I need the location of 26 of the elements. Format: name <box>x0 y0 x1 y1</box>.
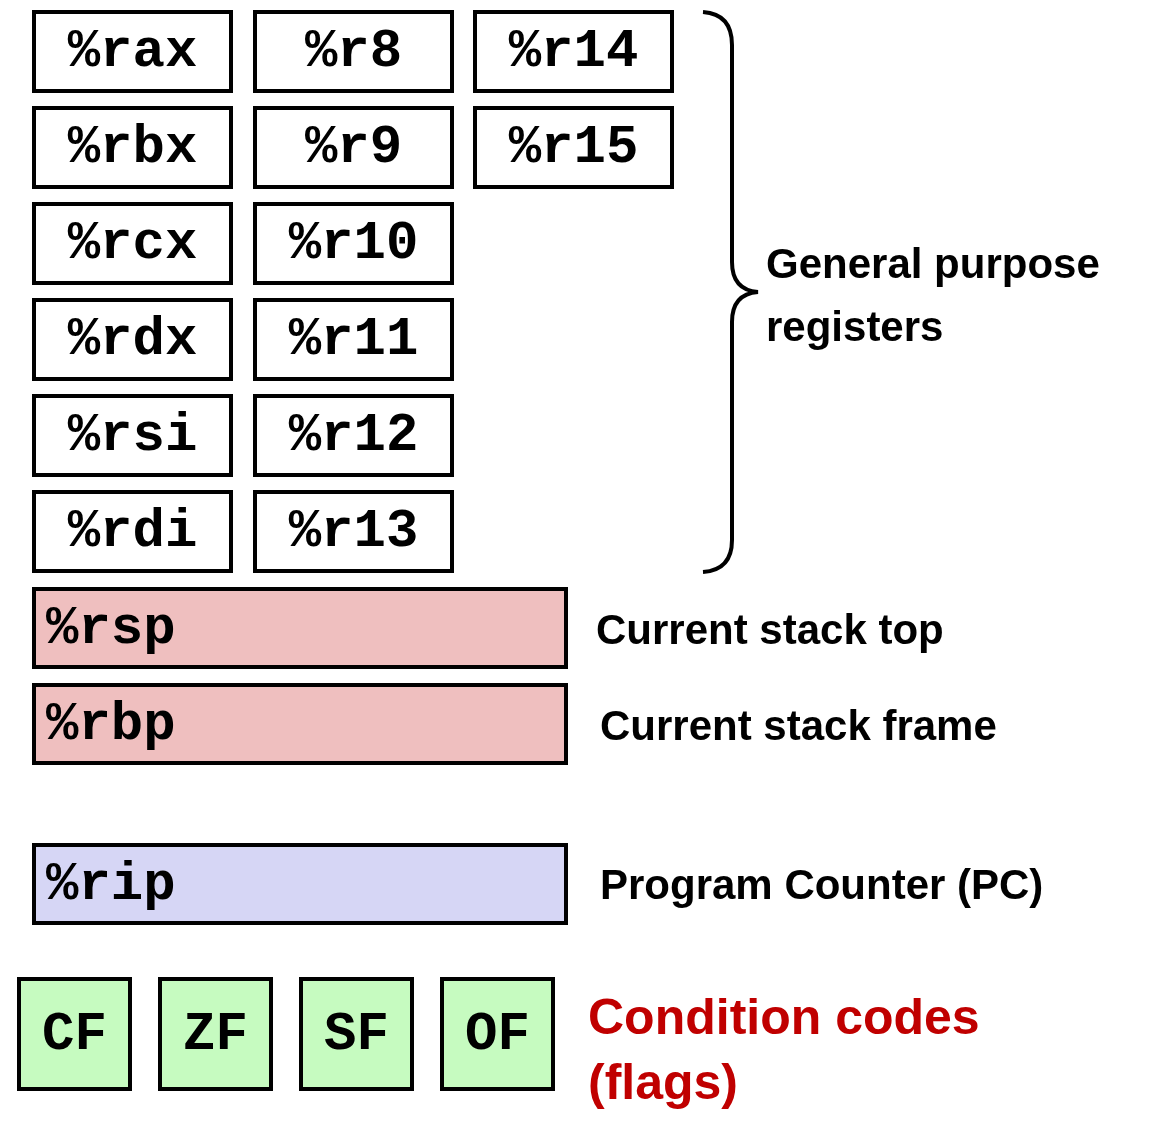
flag-box: CF <box>17 977 132 1091</box>
register-box: %rip <box>32 843 568 925</box>
register-box: %rbx <box>32 106 233 189</box>
register-box: %r14 <box>473 10 674 93</box>
register-box: %r11 <box>253 298 454 381</box>
register-box: %rdi <box>32 490 233 573</box>
register-box: %r8 <box>253 10 454 93</box>
register-box: %r10 <box>253 202 454 285</box>
register-box: %r15 <box>473 106 674 189</box>
register-box: %r9 <box>253 106 454 189</box>
register-box: %rsp <box>32 587 568 669</box>
register-box: %r12 <box>253 394 454 477</box>
flag-box: ZF <box>158 977 273 1091</box>
group-label: Condition codes (flags) <box>588 988 981 1112</box>
register-description: Current stack frame <box>600 701 997 751</box>
register-description: Program Counter (PC) <box>600 860 1044 910</box>
register-box: %rsi <box>32 394 233 477</box>
register-box: %rcx <box>32 202 233 285</box>
group-label: General purpose registers <box>766 239 1101 352</box>
register-box: %rdx <box>32 298 233 381</box>
register-description: Current stack top <box>596 605 944 655</box>
flag-box: SF <box>299 977 414 1091</box>
register-box: %r13 <box>253 490 454 573</box>
register-box: %rax <box>32 10 233 93</box>
flag-box: OF <box>440 977 555 1091</box>
register-box: %rbp <box>32 683 568 765</box>
